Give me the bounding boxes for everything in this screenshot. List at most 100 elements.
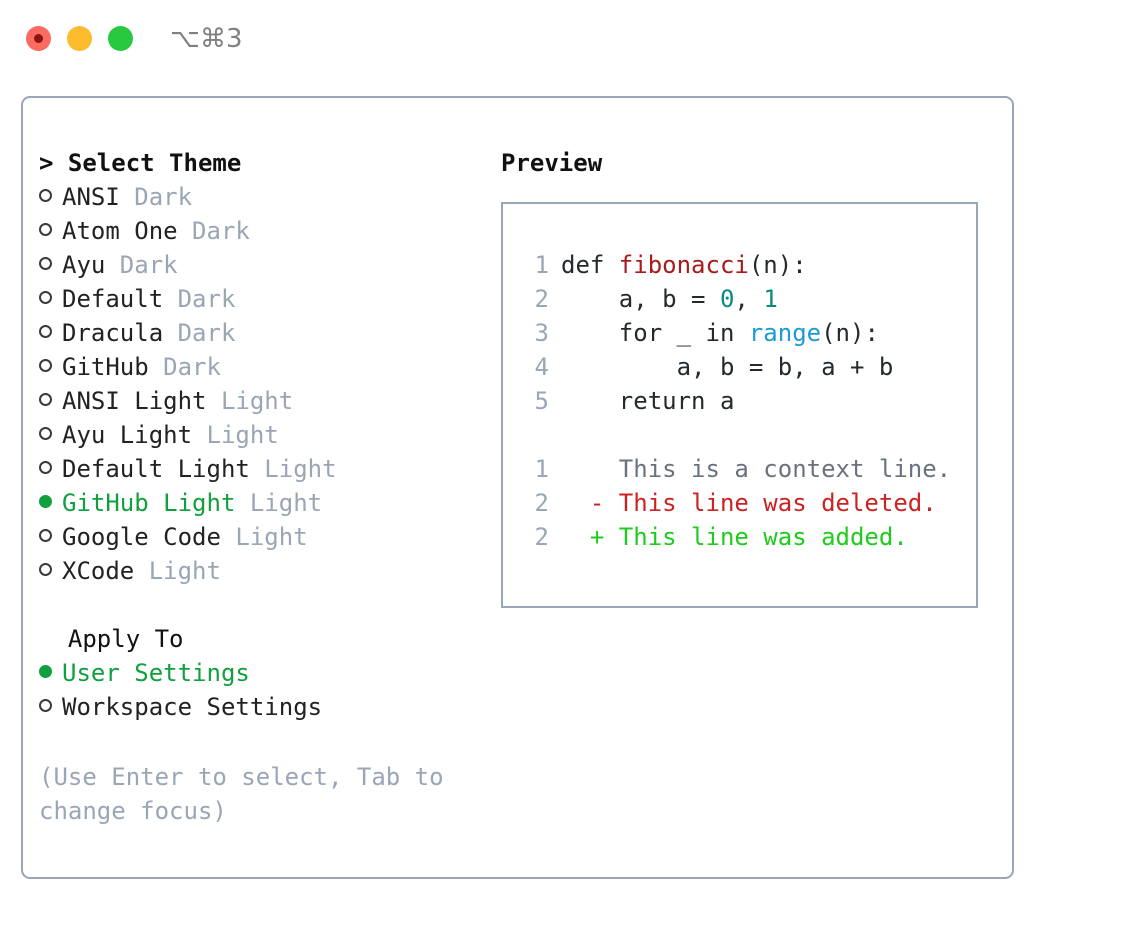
theme-option-ayu[interactable]: Ayu Dark bbox=[39, 248, 489, 282]
diff-line-text: + This line was added. bbox=[561, 523, 908, 551]
option-label: ANSI Light bbox=[62, 387, 207, 415]
theme-option-default[interactable]: Default Dark bbox=[39, 282, 489, 316]
code-token-plain: , bbox=[734, 285, 764, 313]
option-kind-badge: Dark bbox=[119, 183, 193, 211]
option-label: Workspace Settings bbox=[62, 693, 323, 721]
option-label: GitHub Light bbox=[62, 489, 236, 517]
radio-unselected-icon bbox=[39, 461, 52, 474]
code-token-num: 1 bbox=[763, 285, 778, 313]
theme-option-atom-one[interactable]: Atom One Dark bbox=[39, 214, 489, 248]
section-spacer bbox=[39, 588, 489, 622]
option-kind-badge: Dark bbox=[163, 319, 236, 347]
theme-option-dracula[interactable]: Dracula Dark bbox=[39, 316, 489, 350]
diff-line-text: This is a context line. bbox=[561, 455, 952, 483]
theme-option-ansi[interactable]: ANSI Dark bbox=[39, 180, 489, 214]
line-number: 4 bbox=[534, 353, 549, 381]
code-token-plain: def bbox=[561, 251, 619, 279]
code-line-text: def fibonacci(n): bbox=[561, 248, 807, 282]
radio-unselected-icon bbox=[39, 529, 52, 542]
radio-unselected-icon bbox=[39, 359, 52, 372]
radio-selected-icon bbox=[39, 665, 52, 678]
radio-unselected-icon bbox=[39, 563, 52, 576]
option-label: Default bbox=[62, 285, 164, 313]
option-label: Atom One bbox=[62, 217, 178, 245]
diff-line-text: - This line was deleted. bbox=[561, 489, 937, 517]
line-number: 2 bbox=[534, 489, 549, 517]
code-line: 2 a, b = 0, 1 bbox=[517, 282, 976, 316]
keyboard-hint-text: (Use Enter to select, Tab to change focu… bbox=[39, 763, 444, 825]
diff-line-del: 2 - This line was deleted. bbox=[517, 486, 976, 520]
code-token-plain: (n): bbox=[821, 319, 879, 347]
radio-selected-icon bbox=[39, 495, 52, 508]
option-label: Ayu bbox=[62, 251, 106, 279]
apply-option-workspace-settings[interactable]: Workspace Settings bbox=[39, 690, 489, 724]
code-token-plain: a, b = b, a + b bbox=[561, 353, 894, 381]
option-kind-badge: Dark bbox=[105, 251, 178, 279]
line-number: 1 bbox=[534, 455, 549, 483]
code-token-plain: return a bbox=[561, 387, 735, 415]
option-label: ANSI bbox=[62, 183, 120, 211]
code-token-plain: for _ in bbox=[561, 319, 749, 347]
maximize-button-icon[interactable] bbox=[108, 26, 133, 51]
option-label: Dracula bbox=[62, 319, 164, 347]
keyboard-shortcut-label: ⌥⌘3 bbox=[170, 24, 243, 54]
option-label: Default Light bbox=[62, 455, 250, 483]
option-kind-badge: Light bbox=[134, 557, 221, 585]
diff-block: 1 This is a context line.2 - This line w… bbox=[517, 452, 976, 554]
radio-unselected-icon bbox=[39, 223, 52, 236]
code-line-text: a, b = 0, 1 bbox=[561, 282, 778, 316]
theme-option-github[interactable]: GitHub Dark bbox=[39, 350, 489, 384]
radio-unselected-icon bbox=[39, 189, 52, 202]
radio-unselected-icon bbox=[39, 291, 52, 304]
option-kind-badge: Light bbox=[249, 455, 337, 483]
code-line: 1 def fibonacci(n): bbox=[517, 248, 976, 282]
code-token-fn: fibonacci bbox=[618, 251, 749, 279]
theme-option-default-light[interactable]: Default Light Light bbox=[39, 452, 489, 486]
line-number: 3 bbox=[534, 319, 549, 347]
theme-option-ayu-light[interactable]: Ayu Light Light bbox=[39, 418, 489, 452]
code-token-num: 0 bbox=[719, 285, 735, 313]
option-label: Ayu Light bbox=[62, 421, 193, 449]
theme-option-google-code[interactable]: Google Code Light bbox=[39, 520, 489, 554]
option-label: Google Code bbox=[62, 523, 221, 551]
line-number: 2 bbox=[534, 523, 549, 551]
radio-unselected-icon bbox=[39, 699, 52, 712]
code-token-plain: (n): bbox=[748, 251, 807, 279]
option-kind-badge: Dark bbox=[163, 285, 236, 313]
preview-title: Preview bbox=[501, 149, 603, 177]
code-line: 4 a, b = b, a + b bbox=[517, 350, 976, 384]
window-controls bbox=[26, 26, 133, 51]
option-label: GitHub bbox=[62, 353, 149, 381]
line-number: 1 bbox=[534, 251, 549, 279]
code-line: 5 return a bbox=[517, 384, 976, 418]
apply-to-header: Apply To bbox=[39, 625, 184, 653]
code-line: 3 for _ in range(n): bbox=[517, 316, 976, 350]
theme-option-ansi-light[interactable]: ANSI Light Light bbox=[39, 384, 489, 418]
code-line-text: a, b = b, a + b bbox=[561, 350, 894, 384]
line-number: 2 bbox=[534, 285, 549, 313]
theme-option-xcode[interactable]: XCode Light bbox=[39, 554, 489, 588]
option-label: User Settings bbox=[62, 659, 250, 687]
code-token-plain: a, b = bbox=[561, 285, 720, 313]
option-kind-badge: Light bbox=[220, 523, 308, 551]
theme-option-github-light[interactable]: GitHub Light Light bbox=[39, 486, 489, 520]
code-token-call: range bbox=[748, 319, 822, 347]
apply-option-user-settings[interactable]: User Settings bbox=[39, 656, 489, 690]
code-line-text: for _ in range(n): bbox=[561, 316, 879, 350]
option-kind-badge: Light bbox=[235, 489, 323, 517]
option-kind-badge: Light bbox=[206, 387, 294, 415]
close-button-icon[interactable] bbox=[26, 26, 51, 51]
select-theme-header: > Select Theme bbox=[39, 149, 242, 177]
diff-line-ctx: 1 This is a context line. bbox=[517, 452, 976, 486]
minimize-button-icon[interactable] bbox=[67, 26, 92, 51]
radio-unselected-icon bbox=[39, 257, 52, 270]
option-label: XCode bbox=[62, 557, 135, 585]
title-bar: ⌥⌘3 bbox=[0, 0, 1140, 80]
